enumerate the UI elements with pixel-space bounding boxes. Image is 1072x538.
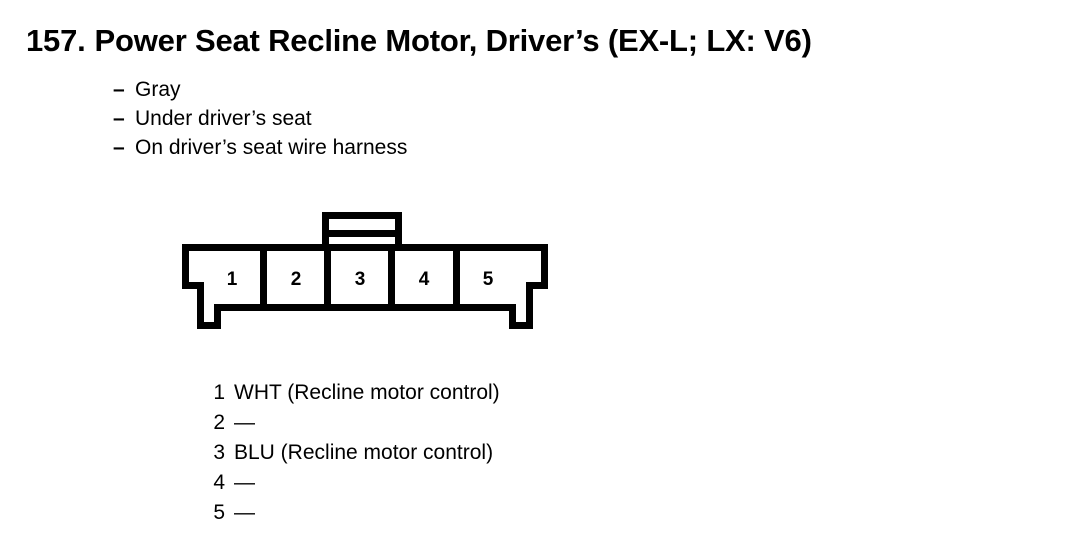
pin-description: — bbox=[234, 411, 255, 434]
pin-number: 5 bbox=[213, 501, 225, 524]
bullet-dash-icon: – bbox=[113, 136, 125, 159]
pin-description: BLU (Recline motor control) bbox=[234, 441, 494, 464]
pin-row: 1 WHT (Recline motor control) bbox=[196, 378, 500, 408]
pin-legend: 1 WHT (Recline motor control) 2 — 3 BLU … bbox=[196, 378, 500, 528]
list-item: – On driver’s seat wire harness bbox=[113, 133, 407, 162]
pin-row: 3 BLU (Recline motor control) bbox=[196, 438, 500, 468]
list-item: – Gray bbox=[113, 75, 407, 104]
cavity-label-4: 4 bbox=[419, 269, 430, 290]
connector-body-outline bbox=[182, 244, 548, 329]
pin-description: WHT (Recline motor control) bbox=[234, 381, 500, 404]
pin-row: 2 — bbox=[196, 408, 500, 438]
pin-description: — bbox=[234, 501, 255, 524]
pin-number: 4 bbox=[213, 471, 225, 494]
entry-title: Power Seat Recline Motor, Driver’s (EX-L… bbox=[94, 23, 812, 58]
pin-number: 1 bbox=[213, 381, 225, 404]
attribute-text: Under driver’s seat bbox=[135, 107, 312, 130]
page-title: 157.Power Seat Recline Motor, Driver’s (… bbox=[26, 22, 812, 60]
cavity-label-3: 3 bbox=[355, 269, 366, 290]
pin-row: 4 — bbox=[196, 468, 500, 498]
cavity-label-2: 2 bbox=[291, 269, 302, 290]
attribute-list: – Gray – Under driver’s seat – On driver… bbox=[113, 75, 407, 162]
pin-number: 2 bbox=[213, 411, 225, 434]
cavity-label-1: 1 bbox=[227, 269, 238, 290]
connector-diagram: 1 2 3 4 5 bbox=[170, 203, 560, 343]
pin-description: — bbox=[234, 471, 255, 494]
bullet-dash-icon: – bbox=[113, 78, 125, 101]
attribute-text: Gray bbox=[135, 78, 181, 101]
pin-row: 5 — bbox=[196, 498, 500, 528]
bullet-dash-icon: – bbox=[113, 107, 125, 130]
attribute-text: On driver’s seat wire harness bbox=[135, 136, 408, 159]
cavity-label-5: 5 bbox=[483, 269, 494, 290]
entry-number: 157. bbox=[26, 23, 86, 58]
pin-number: 3 bbox=[213, 441, 225, 464]
list-item: – Under driver’s seat bbox=[113, 104, 407, 133]
